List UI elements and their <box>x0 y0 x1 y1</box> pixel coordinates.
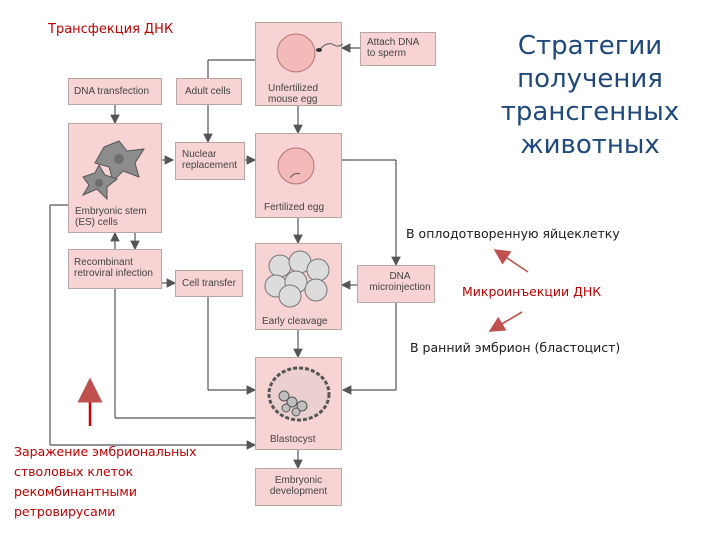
box-label: mouse egg <box>268 94 318 105</box>
into-egg-note: В оплодотворенную яйцеклетку <box>406 226 620 241</box>
into-embryo-note: В ранний эмбрион (бластоцист) <box>410 340 621 355</box>
box-label: Attach DNA <box>367 37 420 48</box>
box-label: (ES) cells <box>75 217 118 228</box>
box-adult-cells: Adult cells <box>176 78 242 105</box>
box-nuclear-replacement: Nuclear replacement <box>175 142 245 180</box>
box-label: Unfertilized <box>268 83 319 94</box>
box-label: Blastocyst <box>270 434 316 445</box>
note-line: рекомбинантными <box>14 484 137 499</box>
box-embryonic-development: Embryonic development <box>255 468 342 506</box>
page-title: Стратегии получения трансгенных животных <box>470 30 710 162</box>
box-dna-transfection: DNA transfection <box>68 78 162 105</box>
box-fertilized-egg: Fertilized egg <box>255 133 342 218</box>
box-label: Nuclear <box>182 149 217 160</box>
box-blastocyst: Blastocyst <box>255 357 342 450</box>
box-label: microinjection <box>369 282 431 293</box>
box-label: replacement <box>182 160 238 171</box>
box-label: Embryonic <box>274 475 323 486</box>
box-cell-transfer: Cell transfer <box>175 270 243 297</box>
box-unfertilized-egg: Unfertilized mouse egg <box>255 22 343 106</box>
box-label: Embryonic stem <box>75 206 147 217</box>
early-cleavage-illustration <box>264 250 330 308</box>
box-label: Fertilized egg <box>264 202 325 213</box>
title-line: животных <box>520 130 660 160</box>
box-label: Recombinant <box>74 257 133 268</box>
box-label: DNA <box>389 271 411 282</box>
title-line: трансгенных <box>500 97 680 127</box>
fertilized-egg-illustration <box>277 147 315 185</box>
box-label: to sperm <box>367 48 406 59</box>
box-label: development <box>269 486 328 497</box>
title-line: Стратегии <box>517 31 663 61</box>
es-cells-illustration <box>81 140 145 201</box>
box-label: Cell transfer <box>182 278 236 289</box>
box-label: Early cleavage <box>262 316 328 327</box>
retroviral-infection-note: Заражение эмбриональных стволовых клеток… <box>14 442 197 522</box>
box-es-cells: Embryonic stem (ES) cells <box>68 123 162 233</box>
box-label: Adult cells <box>185 86 231 97</box>
note-line: Заражение эмбриональных <box>14 444 197 459</box>
box-attach-dna: Attach DNA to sperm <box>360 32 436 66</box>
title-line: получения <box>517 64 663 94</box>
microinjection-note: Микроинъекции ДНК <box>462 284 602 299</box>
box-label: DNA transfection <box>74 86 150 97</box>
blastocyst-illustration <box>267 366 331 422</box>
note-line: ретровирусами <box>14 504 116 519</box>
unfertilized-egg-illustration <box>276 33 343 73</box>
note-line: стволовых клеток <box>14 464 134 479</box>
box-early-cleavage: Early cleavage <box>255 243 342 330</box>
box-label: retroviral infection <box>74 268 153 279</box>
box-dna-microinjection: DNA microinjection <box>357 265 435 303</box>
box-recombinant-retroviral: Recombinant retroviral infection <box>68 249 162 289</box>
dna-transfection-ru-label: Трансфекция ДНК <box>48 22 174 37</box>
